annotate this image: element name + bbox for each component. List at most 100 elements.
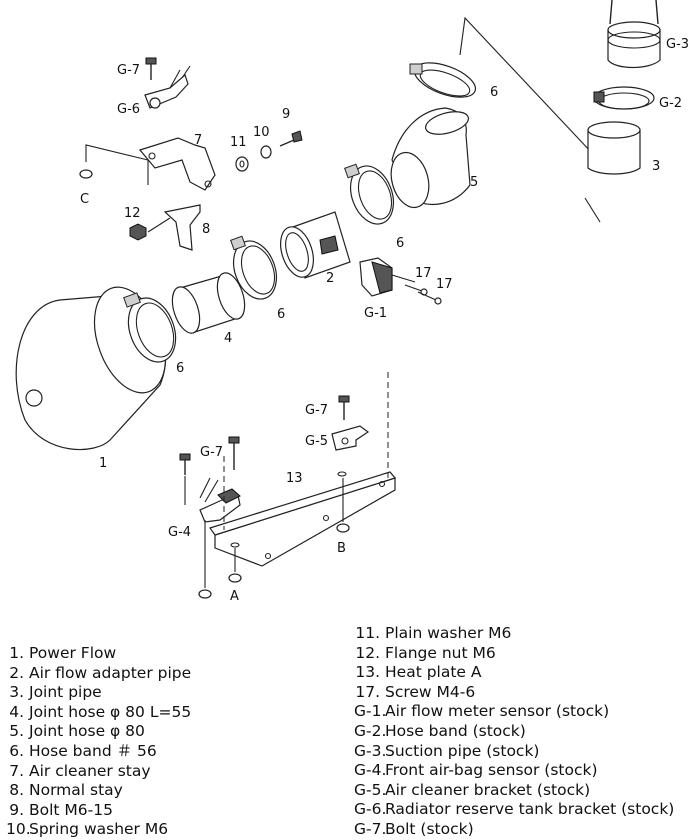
- g7-bolt-low-b: [228, 436, 240, 470]
- label-g1: G-1: [364, 306, 387, 321]
- radiator-reserve-tank-bracket: [144, 65, 191, 109]
- legend-item-text: Front air-bag sensor (stock): [385, 761, 598, 780]
- legend-item-text: Air cleaner bracket (stock): [385, 780, 591, 799]
- legend-item-number: G-6.: [354, 800, 387, 819]
- label-6-mid: 6: [396, 236, 404, 251]
- label-7: 7: [194, 133, 202, 148]
- legend-item-number: 5.: [9, 722, 24, 741]
- hose-band-stock: [593, 86, 655, 110]
- front-air-bag-sensor: [199, 477, 241, 523]
- legend-item: 4. Joint hose φ 80 L=55: [6, 703, 191, 723]
- flange-nut-12: [129, 223, 147, 241]
- legend-item-number: G-4.: [354, 761, 387, 780]
- label-b: B: [337, 541, 346, 556]
- legend-item-text: Bolt M6-15: [29, 800, 113, 819]
- legend-item: G-6.Radiator reserve tank bracket (stock…: [354, 800, 674, 820]
- legend-item-text: Plain washer M6: [385, 624, 512, 642]
- legend-item-number: 8.: [9, 781, 24, 800]
- legend-item: 8. Normal stay: [6, 781, 191, 801]
- label-6-top: 6: [490, 85, 498, 100]
- hose-band-lower-mid: [230, 235, 278, 300]
- legend-item-number: G-5.: [354, 780, 387, 799]
- legend-item-text: Radiator reserve tank bracket (stock): [385, 800, 675, 819]
- air-cleaner-stay: [138, 137, 216, 191]
- label-17a: 17: [415, 266, 432, 281]
- legend-item-text: Air flow meter sensor (stock): [385, 702, 610, 721]
- label-11: 11: [230, 135, 247, 150]
- exploded-parts-diagram: G-7 G-6 7 11 10 9 C 12 8 6 G-3 G-2 3 5 6…: [15, 0, 689, 604]
- air-flow-meter-sensor: [359, 257, 416, 297]
- legend-item-number: 9.: [9, 800, 24, 819]
- legend-item-text: Hose band (stock): [385, 721, 526, 740]
- label-9: 9: [282, 107, 290, 122]
- legend-item-number: G-3.: [354, 741, 387, 760]
- label-g7-low: G-7: [200, 445, 223, 460]
- legend-item: G-1.Air flow meter sensor (stock): [354, 702, 674, 722]
- legend-item: G-3.Suction pipe (stock): [354, 742, 674, 762]
- label-a: A: [230, 589, 239, 604]
- heat-plate-a: [209, 471, 397, 567]
- legend-item: 5. Joint hose φ 80: [6, 722, 191, 742]
- legend-item-number: 10.: [6, 820, 31, 839]
- joint-pipe-3: [587, 121, 641, 175]
- legend-item: 11.Plain washer M6: [354, 624, 674, 644]
- legend-item-number: 7.: [9, 761, 24, 780]
- label-g7-top: G-7: [117, 63, 140, 78]
- screw-17-a: [404, 284, 428, 296]
- legend-item: 10.Spring washer M6: [6, 820, 191, 840]
- g7-bolt-top: [145, 57, 157, 80]
- hose-band-top: [409, 62, 477, 98]
- bolt-m6-15: [279, 130, 303, 147]
- label-17b: 17: [436, 277, 453, 292]
- plain-washer-11: [235, 156, 249, 172]
- legend-item-text: Joint hose φ 80: [29, 722, 145, 741]
- legend-item: 3.Joint pipe: [6, 683, 191, 703]
- legend-item: 6.Hose band ＃ 56: [6, 742, 191, 762]
- legend-item-text: Flange nut M6: [385, 643, 496, 662]
- legend-item-text: Joint hose φ 80 L=55: [29, 702, 192, 721]
- legend-item: 12.Flange nut M6: [354, 644, 674, 664]
- g7-bolt-mid: [338, 395, 350, 420]
- legend-item: G-2.Hose band (stock): [354, 722, 674, 742]
- legend-item-number: 13.: [355, 663, 380, 682]
- legend-item: G-4.Front air-bag sensor (stock): [354, 761, 674, 781]
- legend-item: 9. Bolt M6-15: [6, 801, 191, 821]
- legend-item: 2.Air flow adapter pipe: [6, 664, 191, 684]
- label-4: 4: [224, 331, 232, 346]
- legend-item-text: Heat plate A: [385, 663, 482, 682]
- suction-pipe: [607, 0, 661, 69]
- label-6-left: 6: [176, 361, 184, 376]
- label-g7-mid: G-7: [305, 403, 328, 418]
- spring-washer-10: [260, 145, 272, 159]
- legend-item: 7. Air cleaner stay: [6, 762, 191, 782]
- label-1: 1: [99, 456, 107, 471]
- legend-item-text: Bolt (stock): [385, 819, 474, 838]
- legend-item-text: Screw M4-6: [385, 682, 476, 701]
- legend-item-text: Power Flow: [29, 644, 117, 662]
- label-12: 12: [124, 206, 141, 221]
- power-flow-filter: [15, 286, 167, 451]
- hose-band-mid: [344, 163, 395, 225]
- legend-item-number: G-1.: [354, 702, 387, 721]
- legend-item-text: Spring washer M6: [29, 820, 169, 839]
- screw-17-b: [417, 291, 442, 305]
- legend-item-number: 4.: [9, 702, 24, 721]
- joint-hose-5-elbow: [390, 107, 471, 209]
- legend-item-text: Air cleaner stay: [29, 761, 151, 780]
- legend-item: G-7.Bolt (stock): [354, 820, 674, 840]
- legend-item: 13. Heat plate A: [354, 663, 674, 683]
- label-13: 13: [286, 471, 303, 486]
- label-10: 10: [253, 125, 270, 140]
- legend-item-number: 17.: [355, 682, 380, 701]
- legend-item: 17. Screw M4-6: [354, 683, 674, 703]
- legend-item: 1.Power Flow: [6, 644, 191, 664]
- label-g3: G-3: [666, 37, 689, 52]
- label-6-low: 6: [277, 307, 285, 322]
- label-2: 2: [326, 271, 334, 286]
- legend-item-text: Normal stay: [29, 781, 123, 800]
- label-g6: G-6: [117, 102, 140, 117]
- label-g2: G-2: [659, 96, 682, 111]
- legend-item: G-5.Air cleaner bracket (stock): [354, 781, 674, 801]
